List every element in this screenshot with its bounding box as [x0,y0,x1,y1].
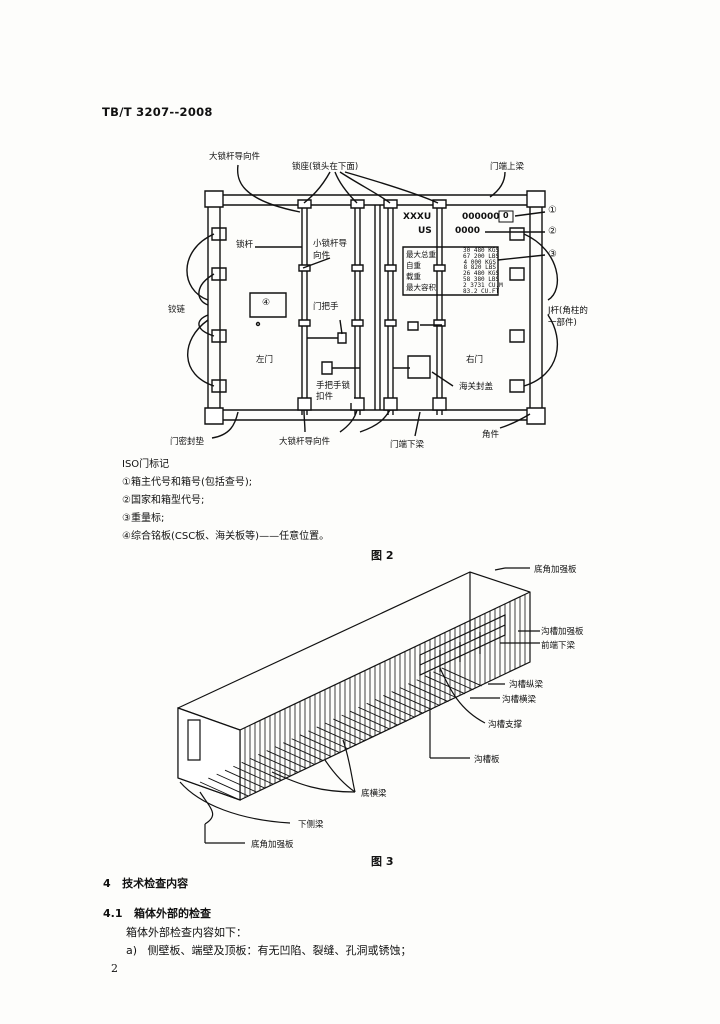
label-door-gasket: 门密封垫 [170,437,205,447]
type-code: 0000 [455,226,481,236]
floor-crossmember [200,782,240,800]
floor-crossmember [267,751,307,769]
weight-value: 67 200 LBS [463,252,500,260]
legend-item: ISO门标记 [122,459,170,470]
weight-label: 最大容积 [406,283,436,292]
callout-3: ③ [548,249,557,260]
floor-crossmember [367,703,407,721]
floor-crossmember [375,699,415,717]
weight-labels: 最大总重 自重 载重 最大容积 [406,249,436,293]
legend-item: ④综合铭板(CSC板、海关板等)——任意位置。 [122,531,330,542]
container-chassis-diagram [0,560,720,860]
floor-crossmember [317,727,357,745]
floor-crossmember [408,684,448,702]
document-number: TB/T 3207--2008 [102,105,213,119]
weight-value: 26 480 KGS [463,270,500,278]
figure-2-caption: 图 2 [371,549,394,562]
weight-value: 8 820 LBS [463,264,496,272]
floor-crossmember [342,715,382,733]
weight-value: 2 3731 CU.M [463,281,503,289]
section-intro: 箱体外部检查内容如下： [126,926,247,939]
weight-value: 58 380 LBS [463,275,500,283]
weight-label: 载重 [406,272,421,281]
weight-values: 30 480 KGS 67 200 LBS 4 000 KGS 8 820 LB… [463,247,503,295]
csc-plate-number: ④ [262,298,271,308]
floor-crossmember [433,672,473,690]
floor-crossmember [208,778,248,796]
label-bottom-side-rail: 下侧梁 [298,820,324,830]
figure-2-legend: ISO门标记 ①箱主代号和箱号(包括查号); ②国家和箱型代号; ③重量标; ④… [122,456,329,546]
weight-value: 83.2 CU.FT [463,287,500,295]
floor-crossmember [250,758,290,776]
floor-crossmember [258,754,298,772]
label-door-top-beam: 门端上梁 [490,162,525,172]
legend-item: ③重量标; [122,513,165,524]
label-gooseneck-floor: 沟槽板 [474,755,500,765]
floor-crossmember [325,723,365,741]
label-gooseneck-support: 沟槽支撑 [488,720,523,730]
floor-crossmember [300,735,340,753]
label-big-lock-guide-top: 大锁杆导向件 [209,152,261,162]
floor-crossmember [392,692,432,710]
item-a: a) 侧壁板、端壁及顶板：有无凹陷、裂缝、孔洞或锈蚀； [126,944,412,957]
container-door-diagram [0,0,720,460]
label-j-bar: J杆(角柱的一部件) [548,306,588,328]
floor-crossmember [383,695,423,713]
floor-crossmember [242,762,282,780]
legend-item: ①箱主代号和箱号(包括查号); [122,477,253,488]
label-right-door: 右门 [466,355,484,365]
floor-crossmember [217,774,257,792]
floor-crossmember [333,719,373,737]
figure-2-drawing [0,0,720,460]
floor-crossmember [233,766,273,784]
label-left-door: 左门 [256,355,274,365]
label-door-handle: 门把手 [313,302,339,312]
label-lock-rod: 锁杆 [236,240,254,250]
label-corner-fitting: 角件 [482,430,500,440]
floor-crossmember [417,680,457,698]
label-bottom-corner-plate-bottom: 底角加强板 [251,840,294,850]
section-4-heading: 4 技术检查内容 [103,877,189,890]
owner-code: XXXU [403,212,432,222]
legend-item: ②国家和箱型代号; [122,495,205,506]
floor-crossmember [350,711,390,729]
label-door-bottom-beam: 门端下梁 [390,440,425,450]
callout-1: ① [548,205,557,216]
weight-label: 自重 [406,261,421,270]
label-gooseneck-rail: 沟槽纵梁 [509,680,544,690]
figure-3-caption: 图 3 [371,855,394,868]
label-front-bottom-beam: 前端下梁 [541,641,576,651]
floor-crossmember [308,731,348,749]
label-customs-seal: 海关封盖 [459,382,494,392]
label-hinge: 铰链 [168,305,186,315]
label-lock-seat: 锁座(锁头在下面) [292,162,359,172]
label-small-lock-guide: 小锁杆导向件 [313,239,348,261]
weight-label: 最大总重 [406,250,436,259]
label-big-lock-guide-bottom: 大锁杆导向件 [279,437,331,447]
check-digit: 0 [503,211,509,220]
figure-3-drawing [0,560,720,860]
page-number: 2 [111,962,118,975]
section-4-1-heading: 4.1 箱体外部的检查 [103,907,211,920]
floor-crossmember [225,770,265,788]
weight-value: 4 000 KGS [463,258,496,266]
label-gooseneck-crossmember: 沟槽横梁 [502,695,537,705]
weight-value: 30 480 KGS [463,247,500,254]
floor-crossmember [358,707,398,725]
floor-crossmember [442,668,482,686]
label-crossmember: 底横梁 [361,789,387,799]
label-handle-lock: 手把手锁扣件 [316,381,354,403]
serial-number: 000000 [462,212,500,222]
floor-crossmember [425,676,465,694]
label-bottom-corner-plate-top: 底角加强板 [534,565,577,575]
floor-crossmember [292,739,332,757]
callout-2: ② [548,226,557,237]
floor-crossmember [400,688,440,706]
country-code: US [418,226,432,236]
floor-crossmember [275,747,315,765]
floor-crossmember [283,743,323,761]
label-gooseneck-plate: 沟槽加强板 [541,627,584,637]
